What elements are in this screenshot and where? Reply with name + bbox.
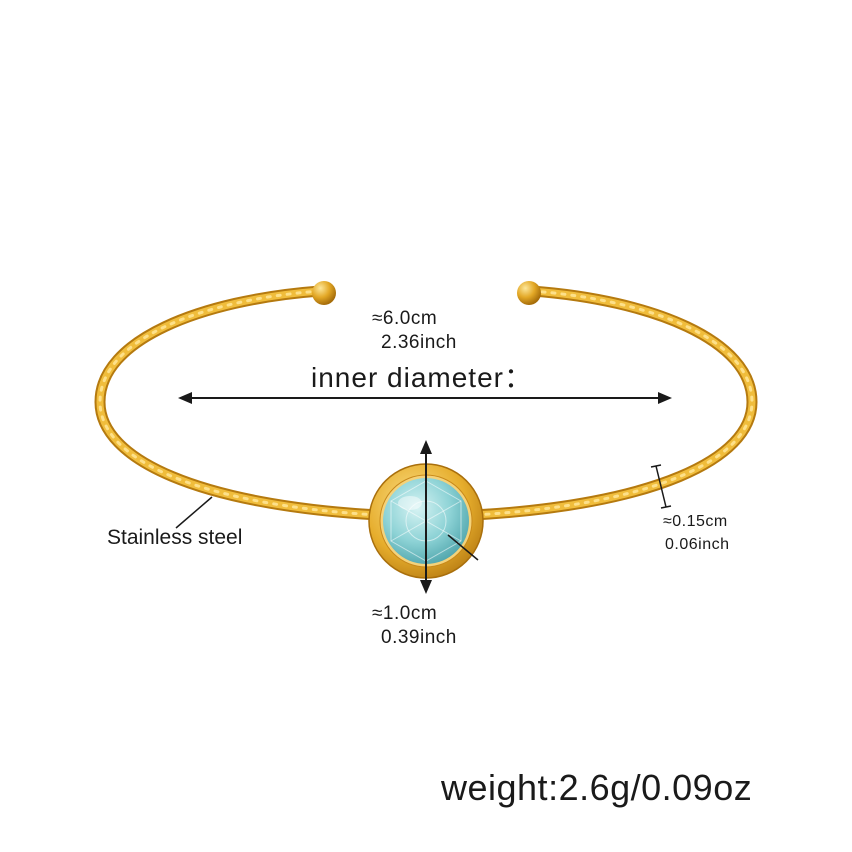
stone-size-cm-label: ≈1.0cm bbox=[372, 603, 438, 624]
material-label: Stainless steel bbox=[107, 526, 243, 549]
bangle-wire-right bbox=[468, 285, 758, 521]
bangle-end-ball-left bbox=[312, 281, 336, 305]
bangle-wire-right-texture bbox=[472, 289, 754, 517]
bangle-wire-left-shine bbox=[96, 287, 382, 519]
bangle-wire-left-texture bbox=[98, 289, 380, 517]
bangle-end-ball-right bbox=[517, 281, 541, 305]
gemstone-highlight bbox=[398, 496, 422, 510]
thickness-marker bbox=[650, 464, 672, 509]
inner-diameter-title: inner diameter： bbox=[311, 362, 533, 393]
stone-size-arrow bbox=[420, 440, 432, 594]
inner-diameter-inch-label: 2.36inch bbox=[381, 332, 457, 353]
weight-label: weight:2.6g/0.09oz bbox=[441, 767, 753, 808]
stone-pointer-line bbox=[447, 534, 479, 561]
thickness-inch-label: 0.06inch bbox=[665, 536, 730, 553]
bangle-wire-right-shine bbox=[470, 287, 756, 519]
stone-size-inch-label: 0.39inch bbox=[381, 627, 457, 648]
inner-diameter-cm-label: ≈6.0cm bbox=[372, 308, 438, 329]
material-pointer-line bbox=[175, 496, 213, 529]
bangle-wire-left bbox=[94, 285, 384, 521]
thickness-cm-label: ≈0.15cm bbox=[663, 513, 728, 530]
inner-diameter-arrow bbox=[178, 392, 672, 404]
